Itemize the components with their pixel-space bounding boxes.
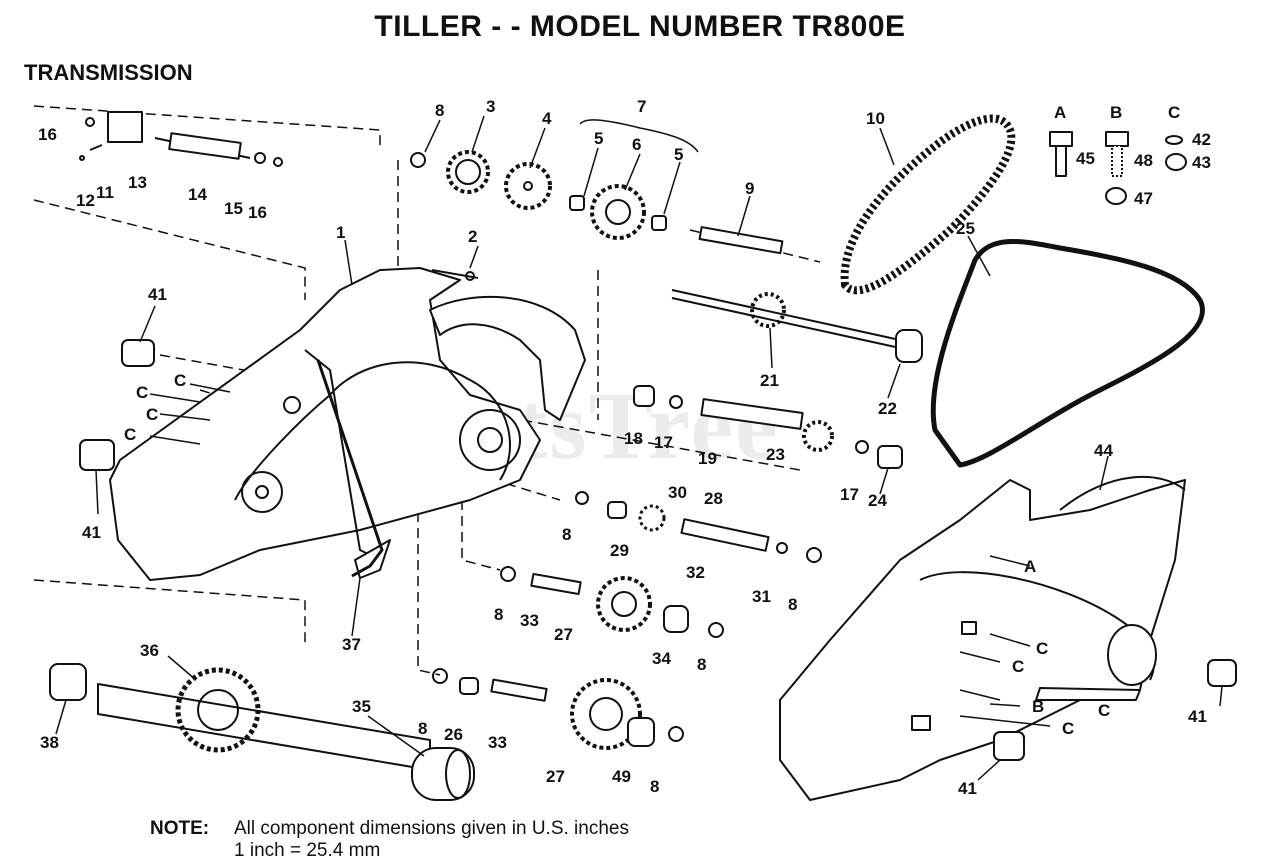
shift-lever [316,359,384,578]
callout-44: 44 [1094,441,1113,460]
callout-16: 16 [248,203,267,222]
callout-31: 31 [752,587,771,606]
callout-41: 41 [148,285,167,304]
arrow-label-b: B [1032,697,1044,716]
arrow-label-c: C [1012,657,1024,676]
shaft-19-assembly [633,385,903,469]
callout-48: 48 [1134,151,1153,170]
callout-17: 17 [840,485,859,504]
callout-35: 35 [352,697,371,716]
callout-6: 6 [632,135,641,154]
callout-2: 2 [468,227,477,246]
arrow-label-c: C [1036,639,1048,658]
section-title: TRANSMISSION [24,60,193,85]
callout-labels: 1 2 3 4 5 5 6 7 8 8 8 8 8 8 8 9 10 11 12… [38,97,1211,798]
housing-cover [429,269,586,421]
arrow-label-a: A [1024,557,1036,576]
callout-41: 41 [82,523,101,542]
legend-key-c: C [1168,103,1180,122]
callout-37: 37 [342,635,361,654]
bearing-41 [79,339,155,471]
callout-12: 12 [76,191,95,210]
sprocket-gears-top [410,119,699,240]
callout-27: 27 [546,767,565,786]
callout-26: 26 [444,725,463,744]
callout-41: 41 [958,779,977,798]
callout-7: 7 [637,97,646,116]
legend-key-a: A [1054,103,1066,122]
callout-45: 45 [1076,149,1095,168]
callout-32: 32 [686,563,705,582]
callout-8: 8 [494,605,503,624]
arrow-label-c: C [1098,701,1110,720]
arrow-label-c: C [124,425,136,444]
shaft-21-assembly [671,289,923,363]
callout-14: 14 [188,185,207,204]
callout-34: 34 [652,649,671,668]
bearing-41-right [993,659,1237,761]
callout-25: 25 [956,219,975,238]
arrow-label-c: C [1062,719,1074,738]
callout-18: 18 [624,429,643,448]
hardware-legend-icons [1049,131,1187,205]
note-label: NOTE: [150,818,210,839]
callout-16: 16 [38,125,57,144]
callout-8: 8 [788,595,797,614]
axle-assembly [49,663,475,801]
callout-42: 42 [1192,130,1211,149]
callout-leaders [55,115,1223,781]
callout-36: 36 [140,641,159,660]
arrow-label-c: C [146,405,158,424]
callout-49: 49 [612,767,631,786]
callout-5: 5 [674,145,683,164]
callout-8: 8 [697,655,706,674]
shift-rod-assembly [79,111,283,167]
callout-30: 30 [668,483,687,502]
callout-38: 38 [40,733,59,752]
callout-33: 33 [488,733,507,752]
gear-27-middle-assembly [500,566,724,638]
arrow-label-c: C [174,371,186,390]
callout-47: 47 [1134,189,1153,208]
right-housing-half [779,475,1186,801]
gasket [930,238,1205,468]
callout-13: 13 [128,173,147,192]
callout-41: 41 [1188,707,1207,726]
callout-17: 17 [654,433,673,452]
callout-10: 10 [866,109,885,128]
callout-27: 27 [554,625,573,644]
callout-3: 3 [486,97,495,116]
callout-5: 5 [594,129,603,148]
legend-key-b: B [1110,103,1122,122]
callout-24: 24 [868,491,887,510]
callout-19: 19 [698,449,717,468]
callout-23: 23 [766,445,785,464]
callout-8: 8 [418,719,427,738]
callout-22: 22 [878,399,897,418]
gear-27-lower-assembly [432,668,684,750]
callout-11: 11 [96,183,114,202]
callout-28: 28 [704,489,723,508]
callout-15: 15 [224,199,243,218]
page-title: TILLER - - MODEL NUMBER TR800E [374,10,906,43]
callout-33: 33 [520,611,539,630]
fastener-arrows [149,383,1051,727]
callout-9: 9 [745,179,754,198]
callout-21: 21 [760,371,779,390]
drive-chain [840,114,1016,295]
callout-1: 1 [336,223,345,242]
callout-29: 29 [610,541,629,560]
note-line-2: 1 inch = 25.4 mm [234,840,381,861]
arrow-label-c: C [136,383,148,402]
shaft-32-assembly [575,491,822,563]
callout-8: 8 [650,777,659,796]
callout-43: 43 [1192,153,1211,172]
note-line-1: All component dimensions given in U.S. i… [234,818,629,839]
callout-8: 8 [562,525,571,544]
shaft-9 [698,226,784,255]
callout-4: 4 [542,109,552,128]
callout-8: 8 [435,101,444,120]
dimension-note: NOTE: All component dimensions given in U… [150,818,629,862]
